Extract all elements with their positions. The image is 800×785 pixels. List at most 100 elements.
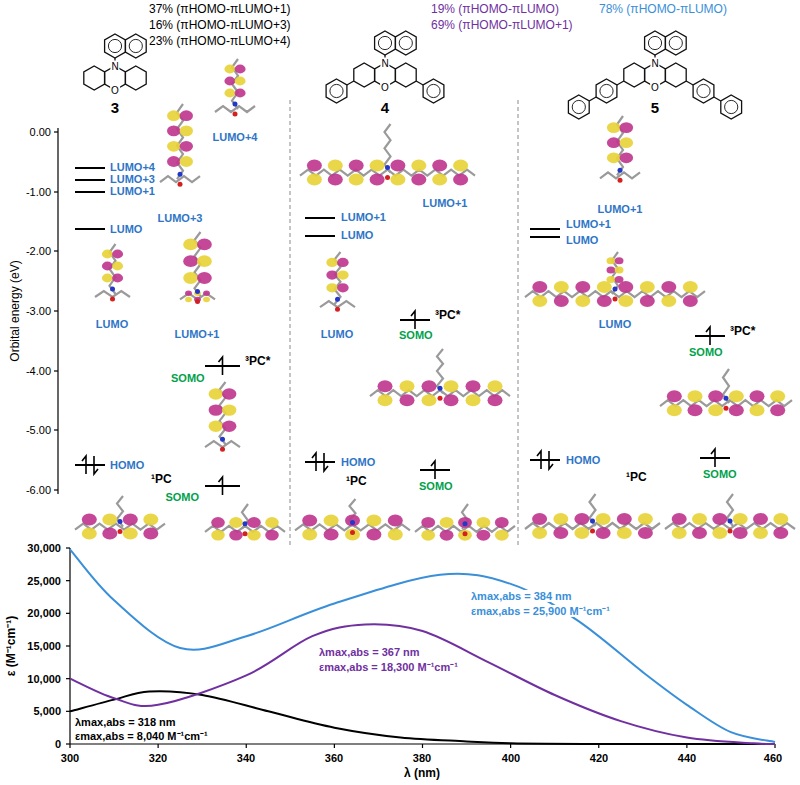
molecule-skeleton <box>95 291 130 297</box>
orbital-lobe <box>349 160 364 172</box>
structure-drawing <box>568 31 741 119</box>
axis-tick-label: 460 <box>763 752 783 764</box>
orbital-plot <box>295 499 410 540</box>
absorption-curve <box>70 549 775 742</box>
orbital-lobe <box>618 295 633 307</box>
orbital-lobe <box>597 295 612 307</box>
electron-arrow <box>82 456 86 474</box>
oxygen-atom <box>220 447 225 452</box>
orbital-lobe <box>753 513 768 525</box>
orbital-lobe <box>495 517 509 528</box>
orbital-lobe <box>620 137 634 148</box>
orbital-lobe <box>770 404 785 416</box>
orbital-lobe <box>307 160 322 172</box>
molecule-skeleton <box>525 291 705 297</box>
orbital-lobe <box>683 295 698 307</box>
orbital-lobe <box>620 152 634 163</box>
orbital-label: SOMO <box>164 491 200 503</box>
orbital-lobe <box>620 122 634 133</box>
orbital-lobe <box>661 295 676 307</box>
orbital-lobe <box>667 404 682 416</box>
peak-annotation: λmax,abs = 367 nm <box>318 646 421 658</box>
orbital-lobe <box>750 390 765 402</box>
orbital-lobe <box>324 528 339 540</box>
oxygen-atom <box>590 529 595 534</box>
orbital-lobe <box>265 530 279 541</box>
orbital-lobe <box>324 514 339 526</box>
orbital-lobe <box>112 274 123 283</box>
axis-title: λ (nm) <box>403 767 441 780</box>
axis-tick <box>422 744 423 748</box>
orbital-lobe <box>180 110 193 121</box>
electron-arrow <box>706 327 710 345</box>
energy-level <box>75 228 105 230</box>
aromatic-circle <box>378 36 391 49</box>
orbital-lobe <box>180 125 193 136</box>
orbital-label: LUMO+1 <box>597 203 644 215</box>
orbital-lobe <box>574 527 589 539</box>
orbital-label: SOMO <box>688 346 724 358</box>
bond <box>686 81 693 85</box>
orbital-lobe <box>102 250 113 259</box>
bond <box>617 81 624 85</box>
orbital-label: LUMO <box>598 318 632 330</box>
bond <box>416 81 423 85</box>
orbital-lobe <box>440 517 454 528</box>
orbital-lobe <box>123 528 138 540</box>
axis-tick-label: 0.00 <box>29 126 52 138</box>
axis-tick-label: 20,000 <box>26 607 62 619</box>
benzene-ring <box>105 34 126 58</box>
axis-tick-label: 10,000 <box>26 673 62 685</box>
orbital-label: LUMO+1 <box>174 328 221 340</box>
orbital-lobe <box>337 258 349 267</box>
orbital-lobe <box>477 530 491 541</box>
orbital-lobe <box>328 160 343 172</box>
orbital-lobe <box>222 404 236 415</box>
orbital-lobe <box>495 530 509 541</box>
axis-tick <box>66 613 70 614</box>
benzene-ring <box>84 66 105 90</box>
bond <box>347 81 354 85</box>
orbital-lobe <box>378 394 393 406</box>
orbital-lobe <box>411 174 426 186</box>
state-label: ³PC* <box>729 325 756 338</box>
peak-annotation: λmax,abs = 384 nm <box>470 590 573 602</box>
orbital-lobe <box>607 267 616 274</box>
benzene-ring <box>423 79 444 103</box>
benzene-ring <box>125 66 146 90</box>
aromatic-circle <box>108 39 121 52</box>
aromatic-circle <box>669 36 682 49</box>
orbital-lobe <box>532 281 547 293</box>
benzene-ring <box>665 63 686 87</box>
orbital-lobe <box>640 281 655 293</box>
oxygen-atom <box>463 531 468 536</box>
orbital-plot <box>525 494 660 539</box>
orbital-lobe <box>444 380 459 392</box>
benzene-ring <box>375 31 396 55</box>
orbital-lobe <box>640 295 655 307</box>
axis-tick <box>54 489 58 490</box>
orbital-plot <box>205 382 240 452</box>
orbital-lobe <box>390 174 405 186</box>
axis-tick-label: 0 <box>54 738 62 750</box>
orbital-lobe <box>224 77 235 86</box>
orbital-lobe <box>388 514 403 526</box>
orbital-lobe <box>167 125 180 136</box>
orbital-lobe <box>143 528 158 540</box>
electron-arrow <box>312 453 316 471</box>
axis-tick-label: 25,000 <box>26 575 62 587</box>
orbital-lobe <box>712 513 727 525</box>
orbital-lobe <box>729 390 744 402</box>
benzene-ring <box>596 79 617 103</box>
orbital-lobe <box>224 89 235 98</box>
transition-note: 69% (πHOMO-πLUMO+1) <box>430 19 574 32</box>
orbital-lobe <box>167 141 180 152</box>
energy-level <box>530 228 560 230</box>
oxygen-atom <box>243 531 248 536</box>
electron-arrow <box>537 451 541 469</box>
orbital-lobe <box>688 404 703 416</box>
orbital-plot <box>525 252 705 307</box>
axis-tick <box>246 744 247 748</box>
orbital-lobe <box>328 174 343 186</box>
molecule-skeleton <box>665 523 795 529</box>
